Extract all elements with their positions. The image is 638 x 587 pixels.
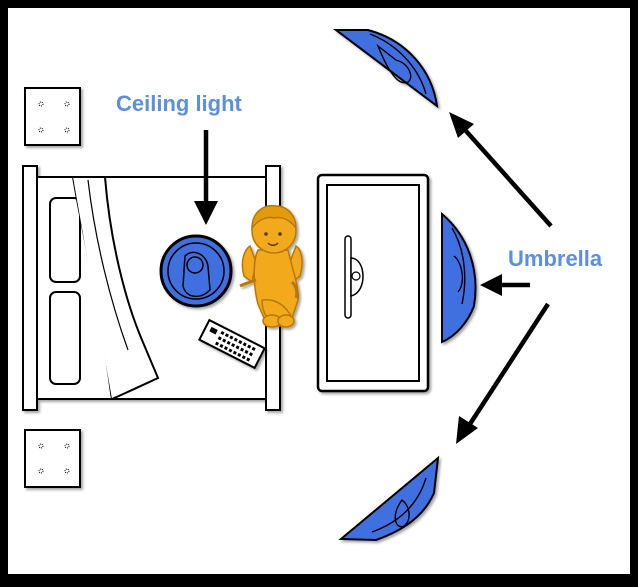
umbrella-light-icon: [338, 455, 440, 542]
umbrella-label: Umbrella: [508, 246, 603, 271]
tv-screen-icon: [316, 173, 430, 393]
bed-icon: [22, 165, 281, 411]
arrow-icon: [480, 274, 530, 296]
arrow-icon: [456, 302, 550, 444]
umbrella-light-icon: [333, 29, 439, 109]
umbrella-light-icon: [441, 211, 477, 344]
arrow-icon: [449, 112, 553, 228]
electrical-outlet-icon: [24, 87, 81, 146]
ceiling-light-icon: [159, 234, 233, 308]
ceiling-light-label: Ceiling light: [116, 91, 242, 116]
person-icon: [239, 204, 303, 328]
arrow-icon: [194, 130, 218, 225]
electrical-outlet-icon: [24, 429, 81, 488]
remote-control-icon: [198, 318, 266, 370]
